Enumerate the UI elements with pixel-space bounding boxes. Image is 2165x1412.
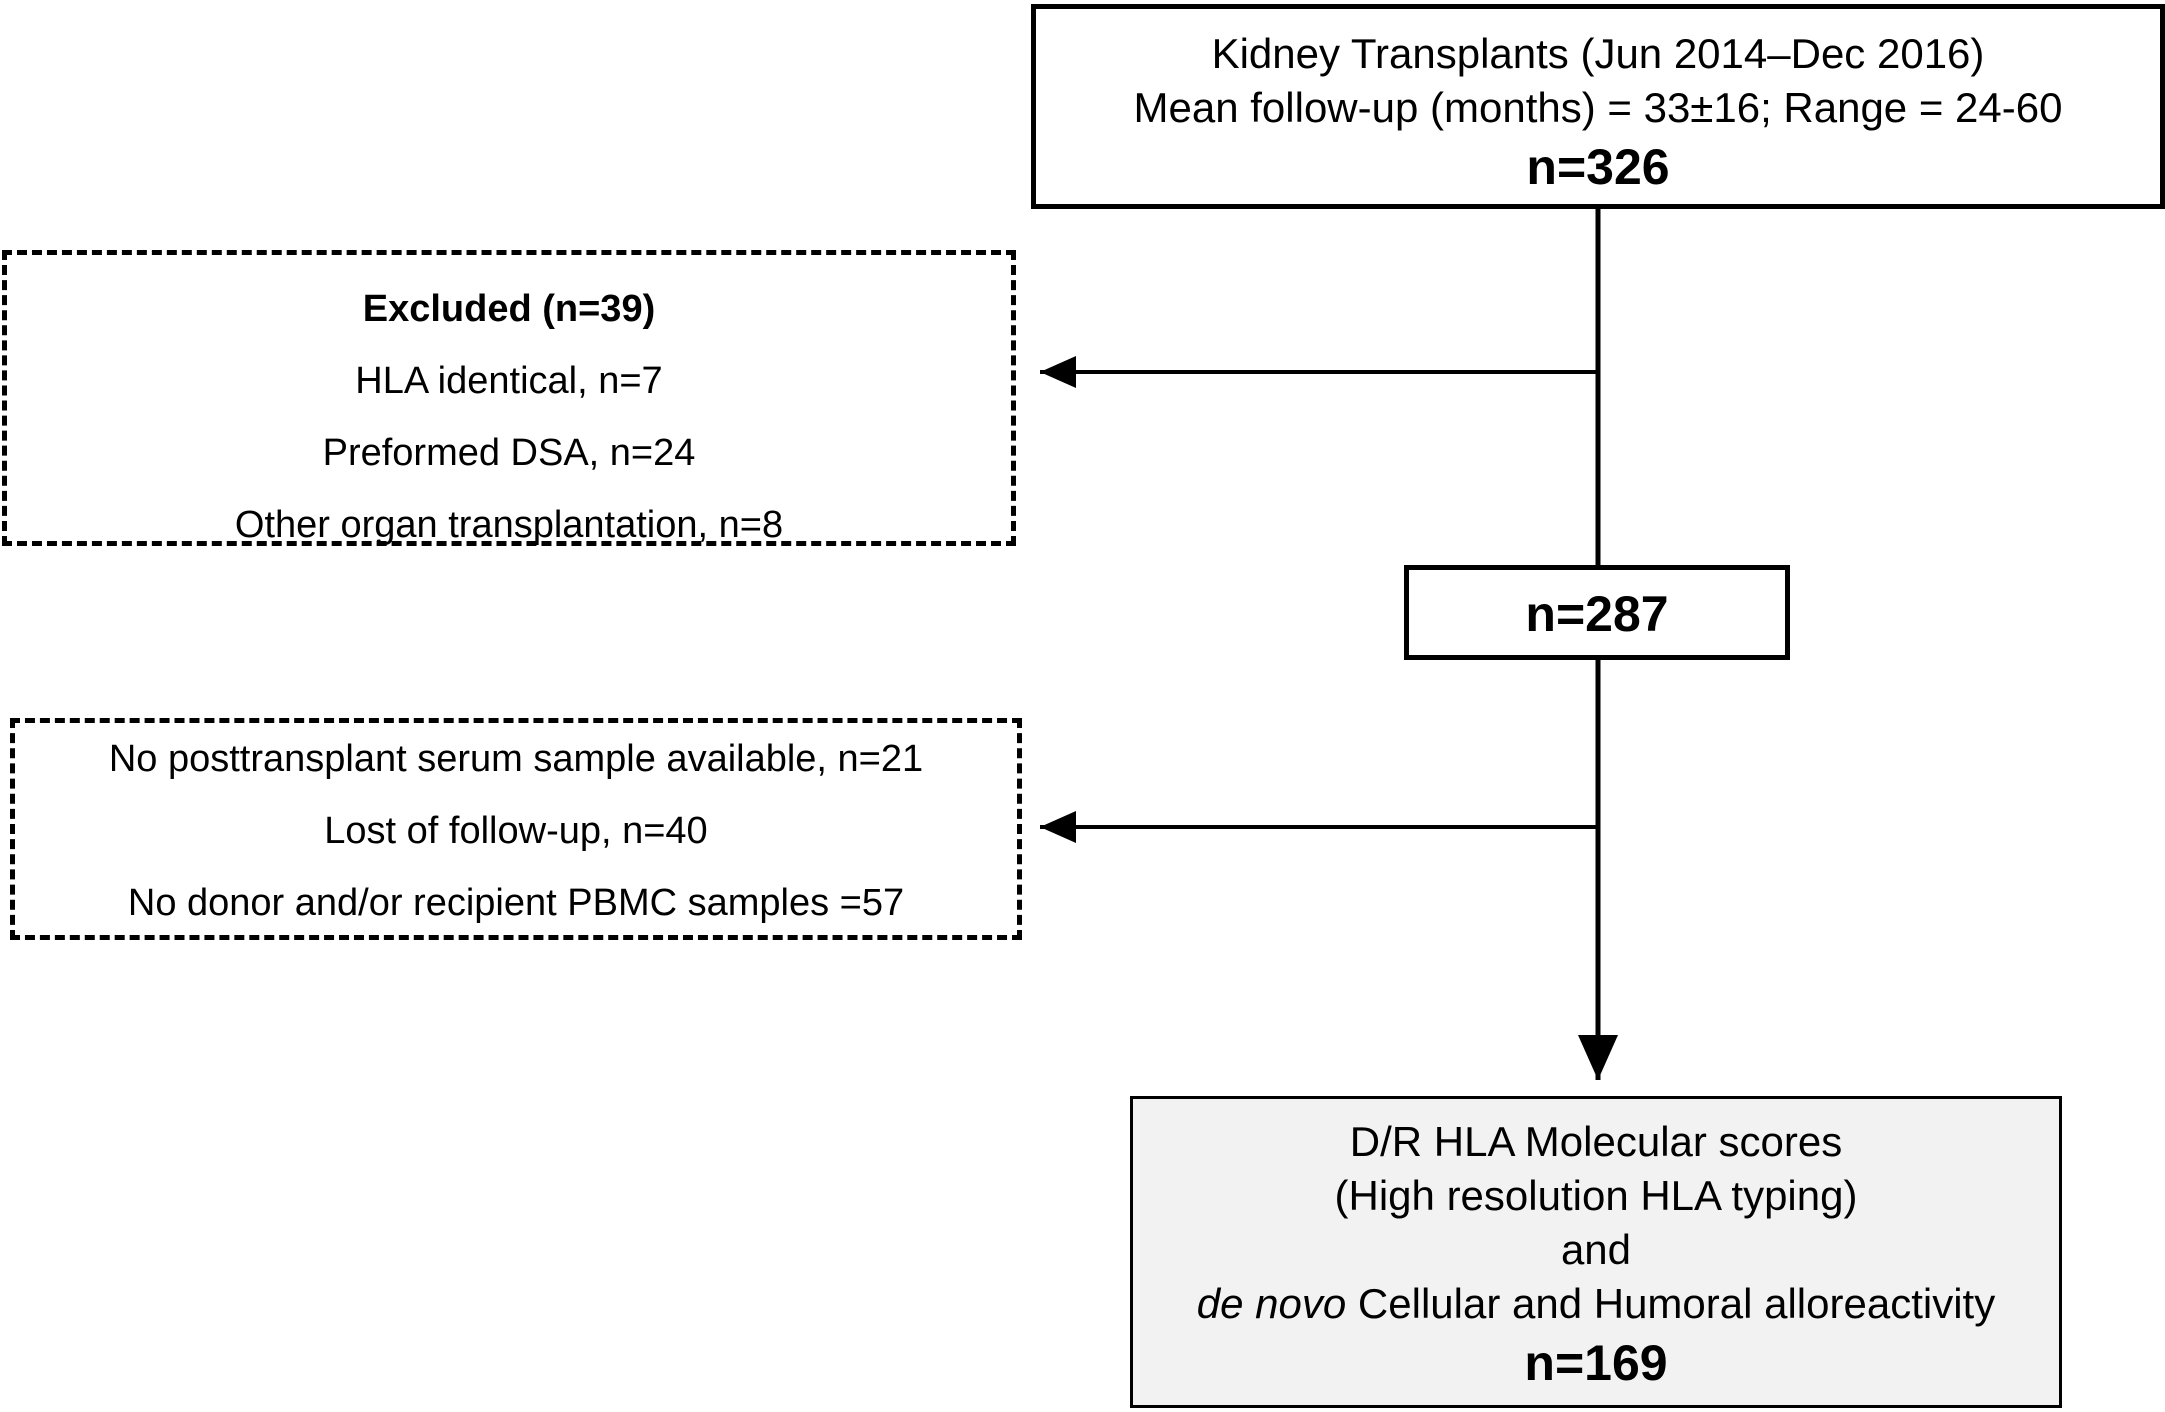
final-line-4: de novo Cellular and Humoral alloreactiv…: [1133, 1277, 2059, 1331]
excluded-first-item: Other organ transplantation, n=8: [234, 504, 784, 546]
final-count: n=169: [1524, 1335, 1668, 1391]
final-line-4-rest: Cellular and Humoral alloreactivity: [1346, 1280, 1996, 1327]
excluded-first-box: Excluded (n=39) HLA identical, n=7 Prefo…: [2, 250, 1016, 546]
excluded-first-item: HLA identical, n=7: [355, 360, 663, 402]
final-line-1: D/R HLA Molecular scores: [1349, 1118, 1843, 1165]
kidney-transplants-count: n=326: [1526, 139, 1670, 195]
excluded-second-item: No donor and/or recipient PBMC samples =…: [127, 882, 905, 924]
intermediate-count: n=287: [1525, 586, 1669, 642]
final-analysis-box: D/R HLA Molecular scores (High resolutio…: [1130, 1096, 2062, 1408]
excluded-second-item: Lost of follow-up, n=40: [324, 810, 708, 852]
final-line-2: (High resolution HLA typing): [1334, 1172, 1858, 1219]
excluded-first-title: Excluded (n=39): [362, 288, 656, 330]
final-line-3: and: [1560, 1226, 1632, 1273]
final-line-4-italic: de novo: [1196, 1280, 1347, 1327]
kidney-transplants-box: Kidney Transplants (Jun 2014–Dec 2016) M…: [1031, 4, 2165, 209]
kidney-transplants-follow-up: Mean follow-up (months) = 33±16; Range =…: [1133, 84, 2063, 131]
excluded-first-item: Preformed DSA, n=24: [322, 432, 696, 474]
intermediate-count-box: n=287: [1404, 565, 1790, 660]
excluded-second-item: No posttransplant serum sample available…: [108, 738, 924, 780]
kidney-transplants-period: Kidney Transplants (Jun 2014–Dec 2016): [1211, 30, 1985, 77]
excluded-second-box: No posttransplant serum sample available…: [10, 718, 1022, 940]
